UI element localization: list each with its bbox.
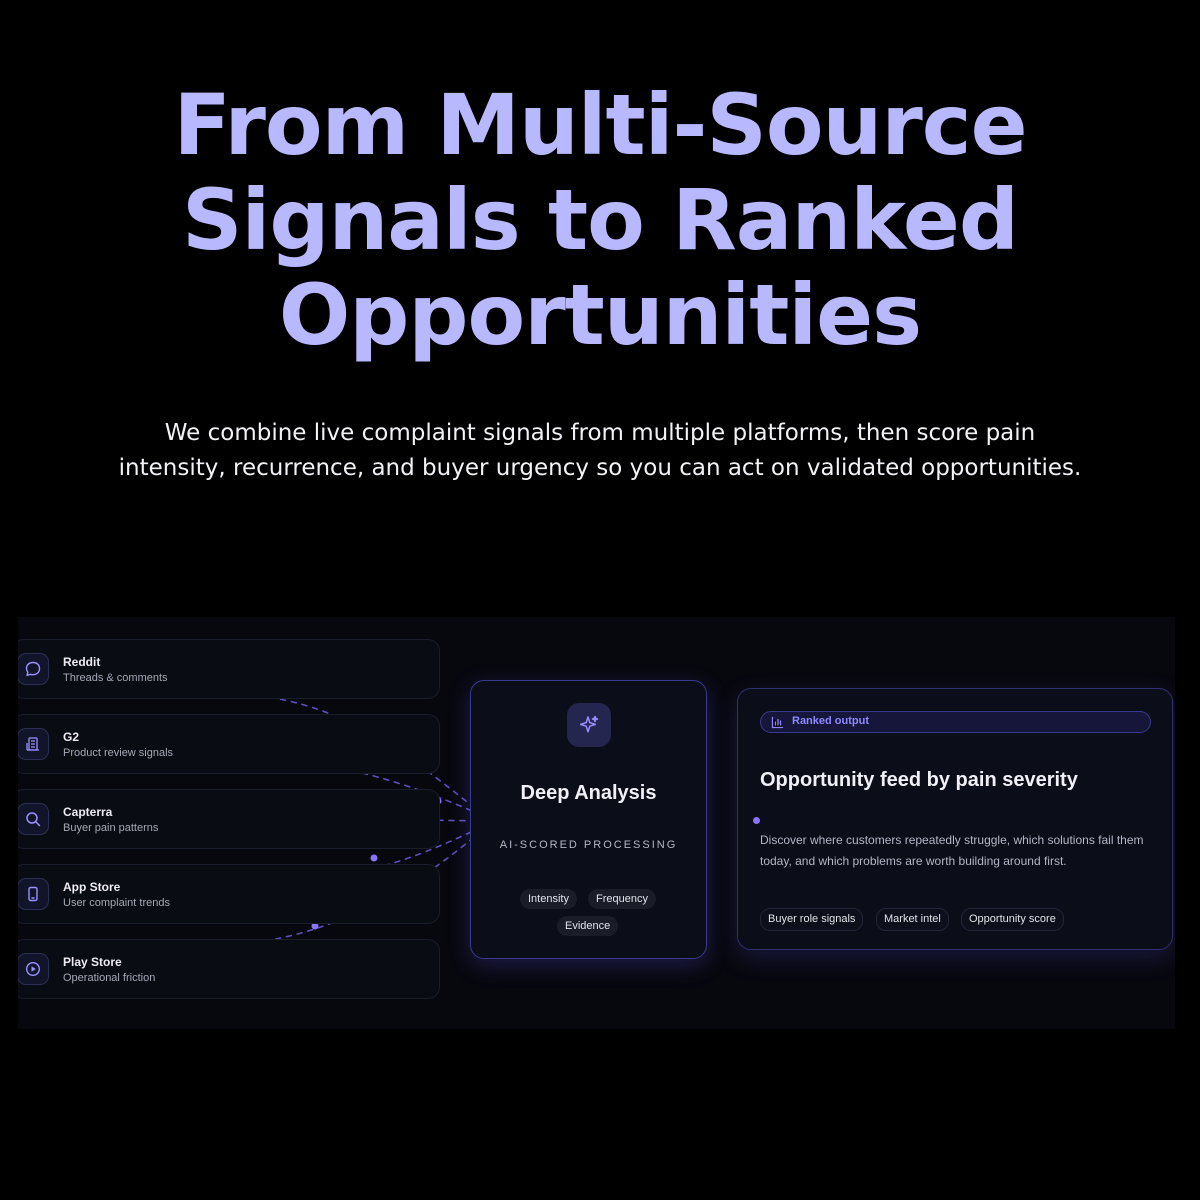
ranked-output-card: Ranked output Opportunity feed by pain s… xyxy=(737,688,1173,950)
analysis-title: Deep Analysis xyxy=(520,782,657,804)
play-icon xyxy=(18,953,49,985)
source-name: App Store xyxy=(63,880,121,894)
chip-buyer-role-signals: Buyer role signals xyxy=(760,908,864,931)
source-card-app-store[interactable]: App Store User complaint trends xyxy=(18,864,440,924)
source-description: Buyer pain patterns xyxy=(63,822,159,834)
analysis-subtitle: AI-SCORED PROCESSING xyxy=(499,839,678,851)
source-description: Operational friction xyxy=(63,972,156,984)
hero-title-line: From Multi-Source xyxy=(173,76,1027,174)
source-card-capterra[interactable]: Capterra Buyer pain patterns xyxy=(18,789,440,849)
chip-evidence: Evidence xyxy=(557,916,619,936)
flow-dot xyxy=(370,854,378,862)
source-name: Reddit xyxy=(63,655,101,669)
connector-g2 xyxy=(220,754,487,818)
source-description: Threads & comments xyxy=(63,672,168,684)
output-description: Discover where customers repeatedly stru… xyxy=(760,833,1144,868)
hero-title: From Multi-Source Signals to Ranked Oppo… xyxy=(0,78,1200,363)
source-description: User complaint trends xyxy=(63,897,170,909)
chip-opportunity-score: Opportunity score xyxy=(961,908,1064,931)
output-title: Opportunity feed by pain severity xyxy=(760,769,1078,791)
source-card-reddit[interactable]: Reddit Threads & comments xyxy=(18,639,440,699)
ranked-output-badge: Ranked output xyxy=(760,711,1151,733)
bar-chart-icon xyxy=(771,716,784,734)
chat-bubble-icon xyxy=(18,653,49,685)
source-card-play-store[interactable]: Play Store Operational friction xyxy=(18,939,440,999)
chip-frequency: Frequency xyxy=(588,889,656,909)
hero-title-line: Opportunities xyxy=(278,266,922,364)
hero-subtitle: We combine live complaint signals from m… xyxy=(90,416,1110,486)
pipeline-panel: Reddit Threads & comments G2 Product rev… xyxy=(18,617,1175,1029)
phone-icon xyxy=(18,878,49,910)
hero-title-line: Signals to Ranked xyxy=(182,171,1019,269)
source-name: Play Store xyxy=(63,955,122,969)
chip-intensity: Intensity xyxy=(520,889,577,909)
source-name: G2 xyxy=(63,730,80,744)
deep-analysis-card: Deep Analysis AI-SCORED PROCESSING Inten… xyxy=(470,680,707,959)
source-card-g2[interactable]: G2 Product review signals xyxy=(18,714,440,774)
accent-dot xyxy=(753,817,760,824)
building-icon xyxy=(18,728,49,760)
chip-market-intel: Market intel xyxy=(876,908,949,931)
hero-subtitle-line: We combine live complaint signals from m… xyxy=(164,420,1036,446)
flow-dot xyxy=(311,922,319,930)
sparkle-icon xyxy=(567,703,611,747)
source-name: Capterra xyxy=(63,805,113,819)
ranked-output-label: Ranked output xyxy=(792,715,869,727)
hero-subtitle-line: intensity, recurrence, and buyer urgency… xyxy=(118,455,1082,481)
source-description: Product review signals xyxy=(63,747,174,759)
search-icon xyxy=(18,803,49,835)
